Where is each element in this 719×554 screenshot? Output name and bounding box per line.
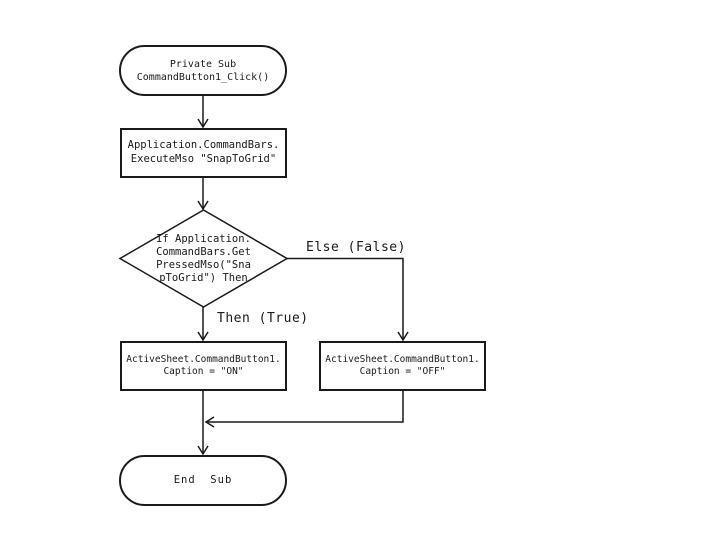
then-true-branch-label: Then (True) <box>217 311 309 326</box>
start-terminator-node: Private Sub CommandButton1_Click() <box>119 45 287 96</box>
arrowhead-into-end <box>197 445 209 456</box>
arrowhead-into-caption-on <box>197 331 209 342</box>
connector-off-to-merge <box>206 391 404 423</box>
decision-node-text: If Application. CommandBars.Get PressedM… <box>156 233 251 285</box>
arrowhead-into-caption-off <box>397 331 409 342</box>
process-caption-on-node: ActiveSheet.CommandButton1. Caption = "O… <box>120 341 287 391</box>
arrowhead-into-merge <box>204 416 215 428</box>
end-terminator-node: End Sub <box>119 455 287 506</box>
connector-else-branch <box>287 257 404 340</box>
process-caption-off-node: ActiveSheet.CommandButton1. Caption = "O… <box>319 341 486 391</box>
process-execute-mso-node: Application.CommandBars. ExecuteMso "Sna… <box>120 128 287 178</box>
else-false-branch-label: Else (False) <box>306 240 406 255</box>
arrowhead-into-execute <box>197 118 209 129</box>
arrowhead-into-decision <box>197 200 209 211</box>
